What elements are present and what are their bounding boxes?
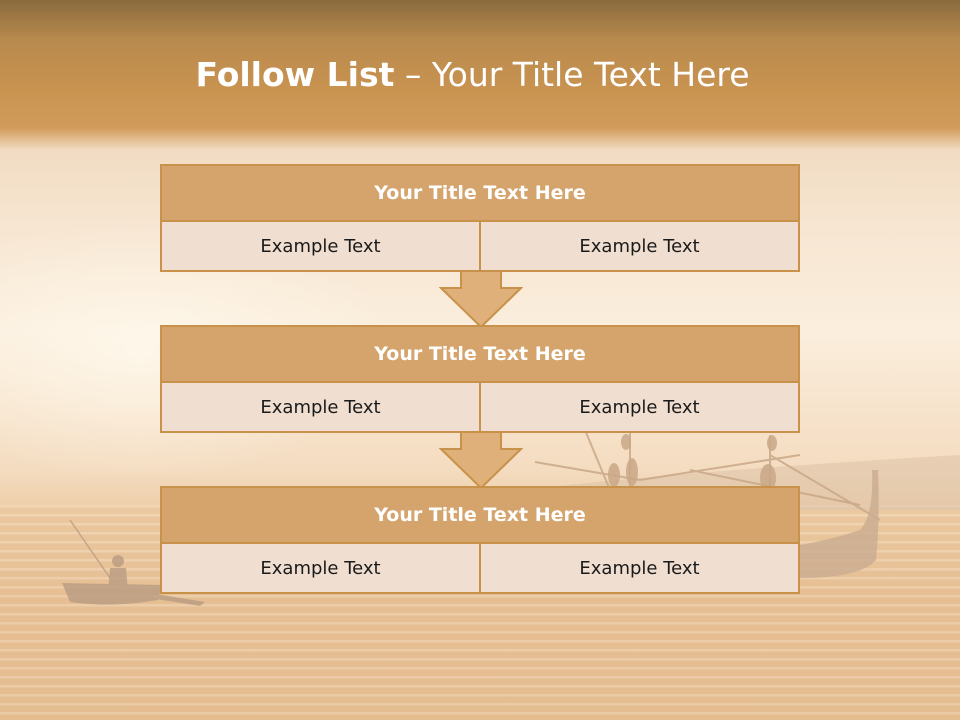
- block-cell-left: Example Text: [260, 235, 381, 257]
- block-cell-right: Example Text: [479, 383, 798, 431]
- block-cell-left: Example Text: [260, 557, 381, 579]
- title-rest-text: – Your Title Text Here: [394, 55, 750, 94]
- net-weights: [608, 434, 777, 492]
- block-title: Your Title Text Here: [162, 488, 798, 544]
- list-block: Your Title Text Here Example Text Exampl…: [160, 486, 800, 594]
- block-row: Example Text Example Text: [162, 383, 798, 431]
- right-boat-silhouette: [800, 470, 879, 578]
- block-row: Example Text Example Text: [162, 222, 798, 270]
- list-block: Your Title Text Here Example Text Exampl…: [160, 164, 800, 272]
- fishing-rod: [69, 519, 111, 579]
- block-cell-left: Example Text: [260, 396, 381, 418]
- down-arrow-icon: [439, 431, 523, 490]
- block-cell-right: Example Text: [479, 544, 798, 592]
- title-bold-text: Follow List: [195, 55, 395, 94]
- slide-title: Follow List – Your Title Text Here: [0, 55, 945, 94]
- block-row: Example Text Example Text: [162, 544, 798, 592]
- fisherman-silhouette: [62, 555, 205, 606]
- block-cell-right: Example Text: [479, 222, 798, 270]
- list-block: Your Title Text Here Example Text Exampl…: [160, 325, 800, 433]
- block-title: Your Title Text Here: [162, 327, 798, 383]
- block-title: Your Title Text Here: [162, 166, 798, 222]
- down-arrow-icon: [439, 270, 523, 329]
